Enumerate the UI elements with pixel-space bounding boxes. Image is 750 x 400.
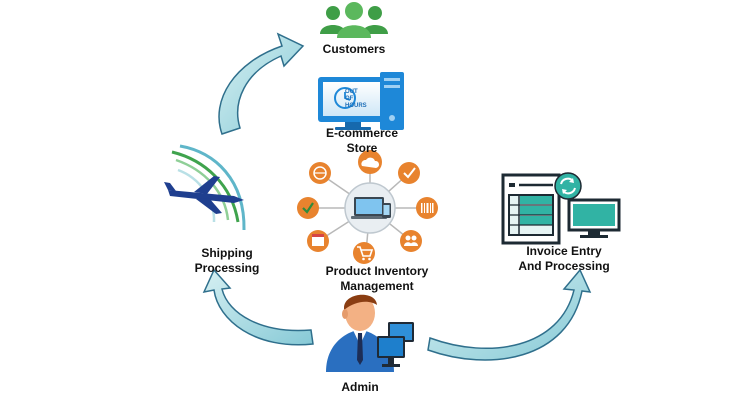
- desktop-computer-icon: [318, 72, 404, 130]
- arrow-admin-to-shipping: [202, 268, 314, 346]
- admin-person-icon: [326, 294, 394, 372]
- globe-satellite-icon: [309, 162, 331, 184]
- refresh-icon: [554, 172, 582, 200]
- store-label-line-1: E-commerce: [325, 126, 399, 140]
- store-label-line-2: Store: [346, 141, 378, 155]
- store-badge-text: OUT OF HOURS: [345, 89, 381, 110]
- shop-satellite-icon: [307, 230, 329, 252]
- invoice-label-line-1: Invoice Entry: [526, 244, 602, 258]
- admin-label: Admin: [330, 380, 390, 395]
- cart-satellite-icon: [353, 242, 375, 264]
- invoice-document-icon: [501, 173, 561, 245]
- shipping-label-line-1: Shipping: [201, 246, 253, 260]
- inventory-label-line-1: Product Inventory: [325, 264, 429, 278]
- inventory-label: Product Inventory Management: [312, 264, 442, 294]
- inventory-label-line-2: Management: [340, 279, 414, 293]
- store-badge-line-2: OF: [345, 96, 354, 102]
- admin-monitors-icon: [377, 322, 414, 367]
- cloud-satellite-icon: [358, 150, 382, 174]
- shipping-label: Shipping Processing: [172, 246, 282, 276]
- check-satellite-icon: [398, 162, 420, 184]
- barcode-satellite-icon: [416, 197, 438, 219]
- customers-label: Customers: [304, 42, 404, 57]
- store-badge-line-1: OUT: [345, 89, 358, 95]
- arrow-admin-to-invoice: [427, 268, 592, 361]
- checklist-satellite-icon: [297, 197, 319, 219]
- multi-device-hub-icon: [344, 182, 396, 234]
- store-badge-line-3: HOURS: [345, 103, 367, 109]
- invoice-label-line-2: And Processing: [518, 259, 610, 273]
- shipping-label-line-2: Processing: [194, 261, 260, 275]
- admin-label-text: Admin: [341, 380, 379, 394]
- customers-group-icon: [320, 2, 388, 38]
- people-satellite-icon: [400, 230, 422, 252]
- customers-label-text: Customers: [322, 42, 386, 56]
- invoice-monitor-icon: [567, 198, 621, 238]
- invoice-label: Invoice Entry And Processing: [504, 244, 624, 274]
- store-label: E-commerce Store: [310, 126, 414, 156]
- arrow-shipping-to-customers: [218, 32, 305, 135]
- airplane-icon: [164, 144, 246, 231]
